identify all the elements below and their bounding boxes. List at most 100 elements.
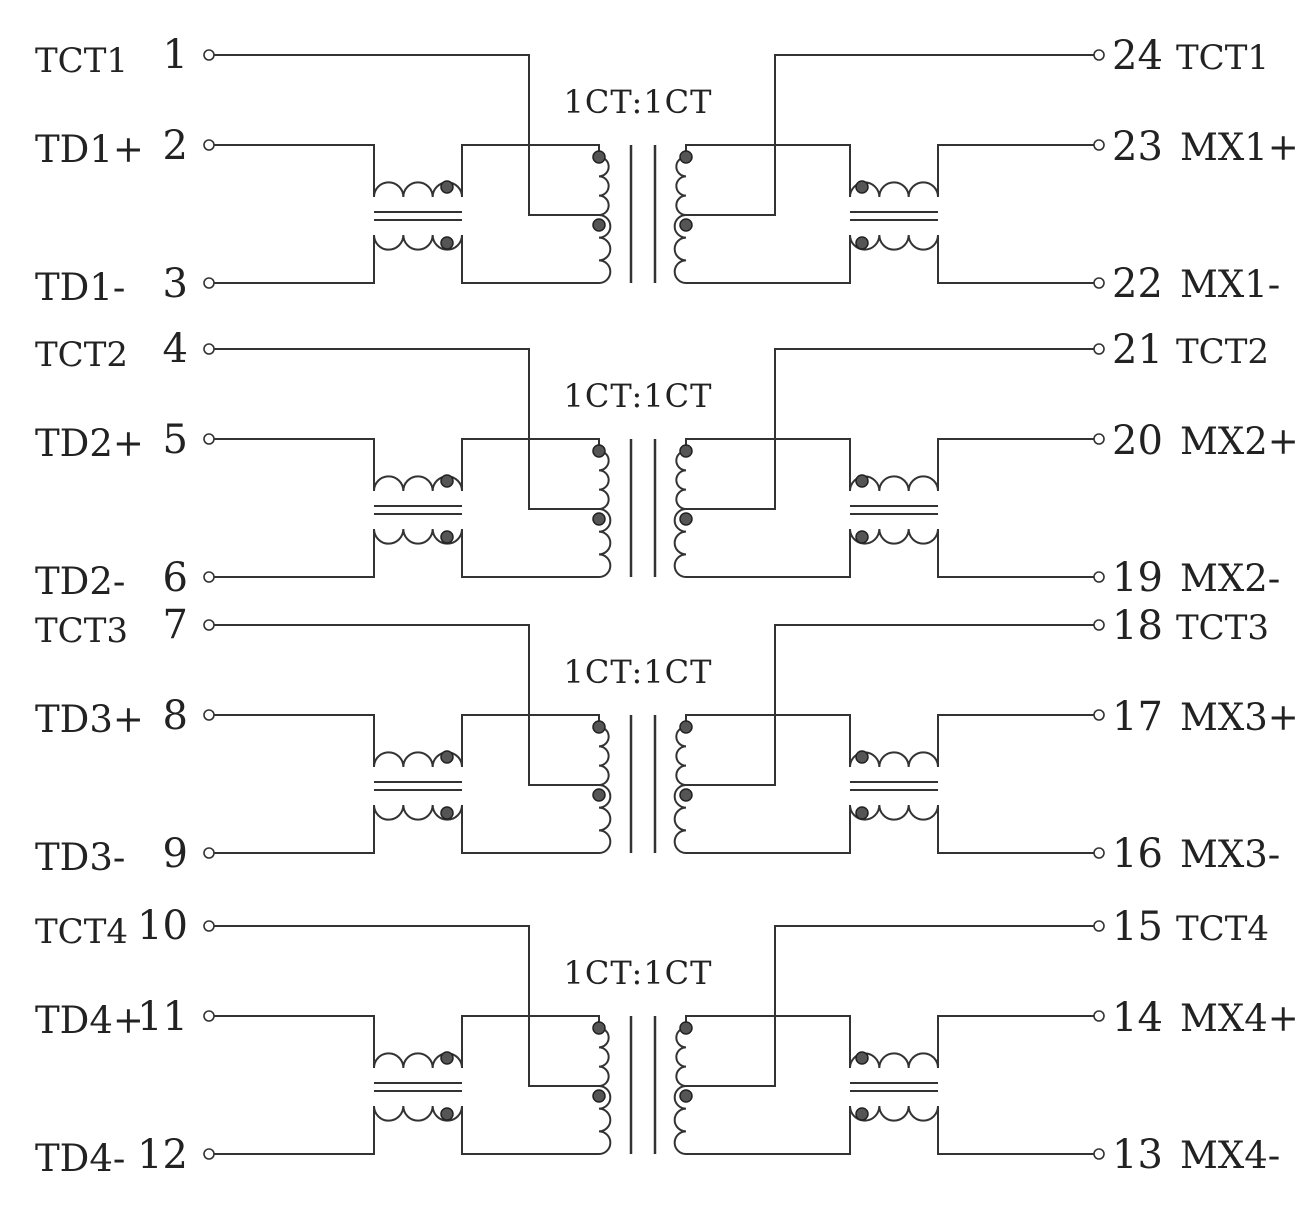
pin-name-label: TD3+ xyxy=(35,698,144,741)
pin-number-label: 4 xyxy=(163,326,188,372)
polarity-dot xyxy=(592,788,606,802)
wire xyxy=(461,714,600,767)
pin-number-label: 18 xyxy=(1112,603,1163,649)
pin-terminal xyxy=(203,920,215,932)
pin-terminal xyxy=(203,1010,215,1022)
choke-winding xyxy=(849,1105,939,1122)
pin-name-label: TD2+ xyxy=(35,422,144,465)
transformer-winding xyxy=(675,156,687,216)
pin-terminal xyxy=(1093,571,1105,583)
transformer-winding xyxy=(598,156,610,216)
pin-number-label: 17 xyxy=(1112,694,1163,740)
polarity-dot xyxy=(855,1051,869,1065)
polarity-dot xyxy=(679,1089,693,1103)
transformer-winding xyxy=(675,726,687,786)
wire xyxy=(686,1106,851,1155)
pin-number-label: 13 xyxy=(1112,1132,1163,1178)
pin-name-label: TD4+ xyxy=(35,999,144,1042)
pin-number-label: 15 xyxy=(1112,904,1163,950)
center-tap-wire xyxy=(686,54,1094,216)
polarity-dot xyxy=(855,236,869,250)
pin-name-label: TCT2 xyxy=(1176,332,1269,372)
wire xyxy=(685,438,851,491)
pin-number-label: 8 xyxy=(163,693,188,739)
wire xyxy=(461,805,599,854)
wire xyxy=(937,714,1094,767)
transformer-winding xyxy=(598,214,612,284)
polarity-dot xyxy=(440,750,454,764)
pin-name-label: TD1- xyxy=(35,266,125,309)
pin-terminal xyxy=(203,139,215,151)
wire xyxy=(686,805,851,854)
pin-name-label: TD3- xyxy=(35,836,125,879)
polarity-dot xyxy=(855,806,869,820)
turns-ratio-label: 1CT:1CT xyxy=(563,653,712,691)
center-tap-wire xyxy=(214,925,599,1087)
polarity-dot xyxy=(855,530,869,544)
wire xyxy=(214,529,375,578)
choke-winding xyxy=(849,528,939,545)
wire xyxy=(686,529,851,578)
pin-terminal xyxy=(1093,139,1105,151)
wire xyxy=(937,144,1094,197)
center-tap-wire xyxy=(686,925,1094,1087)
wire xyxy=(461,438,600,491)
pin-number-label: 9 xyxy=(163,831,188,877)
wire xyxy=(937,1106,1094,1155)
polarity-dot xyxy=(679,788,693,802)
pin-terminal xyxy=(1093,1148,1105,1160)
pin-number-label: 16 xyxy=(1112,831,1163,877)
pin-number-label: 12 xyxy=(137,1132,188,1178)
turns-ratio-label: 1CT:1CT xyxy=(563,83,712,121)
pin-name-label: TCT3 xyxy=(35,611,128,651)
wire xyxy=(937,438,1094,491)
wire xyxy=(461,235,599,284)
pin-number-label: 10 xyxy=(137,903,188,949)
pin-terminal xyxy=(203,709,215,721)
pin-terminal xyxy=(1093,433,1105,445)
polarity-dot xyxy=(855,474,869,488)
polarity-dot xyxy=(592,1089,606,1103)
polarity-dot xyxy=(679,150,693,164)
pin-number-label: 20 xyxy=(1112,418,1163,464)
pin-terminal xyxy=(1093,1010,1105,1022)
wire xyxy=(214,438,375,491)
pin-number-label: 19 xyxy=(1112,555,1163,601)
wire xyxy=(214,1015,375,1068)
pin-name-label: TCT2 xyxy=(35,335,128,375)
polarity-dot xyxy=(855,750,869,764)
transformer-winding xyxy=(673,784,687,854)
wire xyxy=(214,714,375,767)
pin-name-label: TD1+ xyxy=(35,128,144,171)
pin-number-label: 2 xyxy=(163,123,188,169)
pin-number-label: 5 xyxy=(163,417,188,463)
pin-number-label: 3 xyxy=(163,261,188,307)
wire xyxy=(937,529,1094,578)
pin-terminal xyxy=(203,847,215,859)
pin-terminal xyxy=(203,571,215,583)
polarity-dot xyxy=(679,1021,693,1035)
polarity-dot xyxy=(679,444,693,458)
pin-terminal xyxy=(203,343,215,355)
center-tap-wire xyxy=(686,348,1094,510)
pin-number-label: 21 xyxy=(1112,327,1163,373)
polarity-dot xyxy=(592,720,606,734)
pin-number-label: 22 xyxy=(1112,261,1163,307)
wire xyxy=(461,1015,600,1068)
polarity-dot xyxy=(440,1051,454,1065)
wire xyxy=(937,1015,1094,1068)
pin-number-label: 14 xyxy=(1112,995,1163,1041)
polarity-dot xyxy=(855,1107,869,1121)
center-tap-wire xyxy=(214,54,599,216)
polarity-dot xyxy=(592,150,606,164)
polarity-dot xyxy=(440,474,454,488)
pin-terminal xyxy=(203,433,215,445)
wire xyxy=(685,714,851,767)
pin-number-label: 23 xyxy=(1112,124,1163,170)
wire xyxy=(686,235,851,284)
choke-winding xyxy=(849,804,939,821)
pin-name-label: TCT1 xyxy=(35,41,128,81)
wire xyxy=(685,144,851,197)
wire xyxy=(214,235,375,284)
